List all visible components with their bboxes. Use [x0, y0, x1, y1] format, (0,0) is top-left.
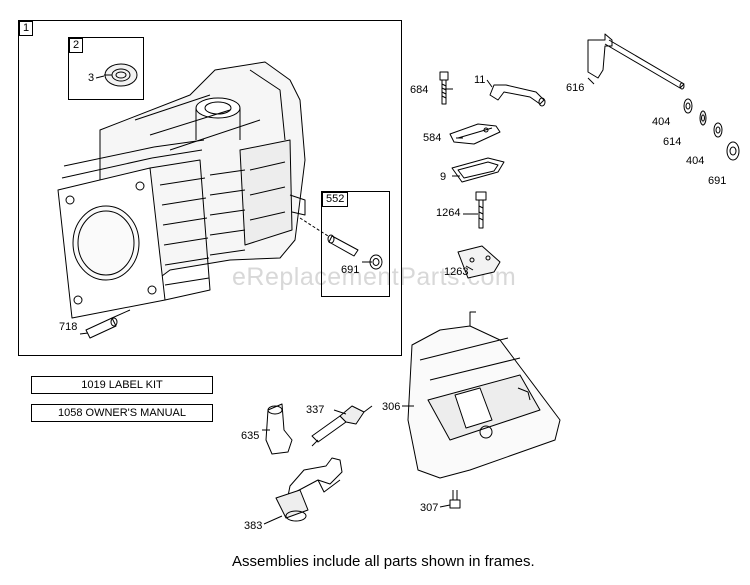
- label-3: 3: [88, 72, 95, 84]
- label-404-a: 404: [652, 116, 671, 128]
- dowel-pin-part: [79, 309, 131, 339]
- label-691-frame: 691: [341, 264, 360, 276]
- label-11: 11: [474, 74, 486, 86]
- label-684: 684: [410, 84, 429, 96]
- owners-manual-box: 1058 OWNER'S MANUAL: [31, 404, 213, 422]
- washer-404-b-part: [713, 122, 723, 138]
- label-404-b: 404: [686, 155, 705, 167]
- label-307: 307: [420, 502, 439, 514]
- assembly-frame-governor: [321, 191, 390, 297]
- leader-lines: [95, 75, 595, 525]
- cover-plate-part: [449, 123, 501, 145]
- gasket-part: [451, 157, 505, 183]
- oil-seal-part: [104, 63, 138, 87]
- bracket-part: [457, 245, 501, 279]
- assembly-frame-main: [18, 20, 402, 356]
- governor-washer-part: [369, 254, 383, 270]
- plug-wrench-part: [275, 457, 343, 522]
- washer-691-part: [726, 141, 740, 161]
- bolt-307-part: [449, 490, 461, 509]
- label-306: 306: [382, 401, 401, 413]
- bolt-684-part: [439, 71, 449, 105]
- cylinder-block-part: [57, 61, 306, 319]
- bolt-1264-part: [475, 191, 487, 229]
- governor-lever-part: [587, 33, 685, 90]
- assembly-frame-seal: [68, 37, 144, 100]
- plug-elbow-part: [265, 403, 293, 455]
- frame-tag-seal: 2: [69, 38, 84, 53]
- label-614: 614: [663, 136, 682, 148]
- label-383: 383: [244, 520, 263, 532]
- washer-404-a-part: [683, 98, 693, 114]
- label-616: 616: [566, 82, 585, 94]
- label-584: 584: [423, 132, 442, 144]
- label-9: 9: [440, 171, 447, 183]
- label-337: 337: [306, 404, 325, 416]
- label-718: 718: [59, 321, 78, 333]
- breather-tube-part: [489, 84, 546, 107]
- governor-shaft-part: [299, 217, 359, 257]
- oring-614-part: [699, 110, 707, 126]
- footer-note: Assemblies include all parts shown in fr…: [232, 553, 535, 570]
- spark-plug-part: [311, 405, 373, 447]
- label-691: 691: [708, 175, 727, 187]
- shroud-part: [407, 311, 561, 479]
- label-1263: 1263: [444, 266, 469, 278]
- frame-tag-main: 1: [19, 21, 34, 36]
- label-635: 635: [241, 430, 260, 442]
- label-1264: 1264: [436, 207, 461, 219]
- frame-tag-governor: 552: [322, 192, 349, 207]
- label-kit-box: 1019 LABEL KIT: [31, 376, 213, 394]
